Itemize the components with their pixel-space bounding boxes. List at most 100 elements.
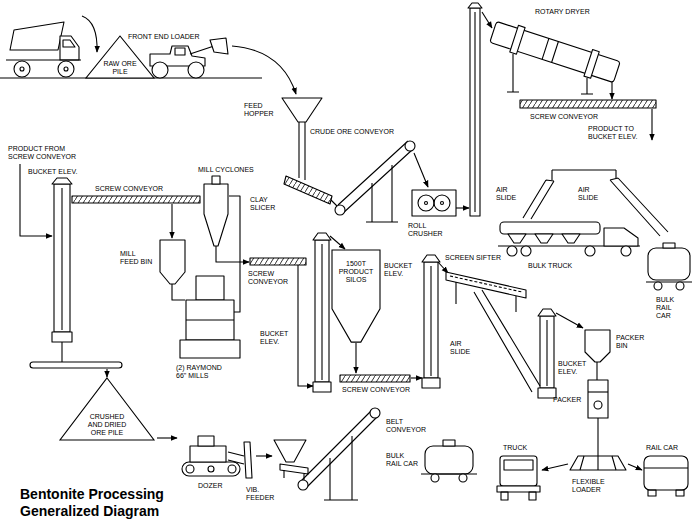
label-box: MILL CYCLONES (198, 166, 264, 174)
label-box: SCREEN SIFTER (445, 254, 515, 262)
flow-arrow (482, 12, 492, 28)
equipment-label: SCREW CONVEYOR (530, 113, 600, 121)
roll-crusher (425, 202, 428, 205)
truck (501, 492, 508, 500)
label-box: BUCKET ELEV. (28, 168, 86, 176)
equipment-label: DOZER (198, 482, 238, 490)
bucket-elevator (313, 233, 331, 240)
packer (585, 330, 610, 362)
equipment-label: PACKER (553, 396, 585, 404)
equipment-label: BUCKET ELEV. (384, 262, 418, 278)
flow-arrow (256, 455, 272, 456)
crude-ore-conveyor (335, 205, 345, 215)
bulk-truck (498, 222, 640, 256)
roll-crusher (434, 195, 450, 211)
dump-truck (20, 67, 24, 71)
feed-hopper (299, 122, 305, 180)
label-box: AIR SLIDE (450, 340, 478, 356)
roll-crusher (418, 195, 434, 211)
bucket-elevator (430, 266, 431, 376)
label-box: ROTARY DRYER (535, 8, 615, 16)
bucket-elevator (54, 184, 70, 332)
air-slide (523, 180, 554, 219)
bulk-rail-car (676, 282, 684, 290)
stacker-belt (61, 342, 62, 362)
label-box: BULK TRUCK (528, 262, 588, 270)
equipment-label: ROLL CRUSHER (408, 222, 448, 238)
mill-cyclone (204, 184, 228, 246)
bulk-truck (508, 234, 526, 243)
label-box: FEED HOPPER (244, 102, 278, 118)
bulk-truck (500, 222, 600, 234)
bulk-rail-car (425, 446, 473, 474)
flow-arrow (556, 313, 583, 328)
belt-conveyor (298, 480, 308, 490)
ore-pile-outline (86, 36, 154, 78)
equipment-label: BULK RAIL CAR (386, 452, 420, 468)
dozer (244, 442, 252, 478)
label-box: PACKER (553, 396, 585, 404)
flow-arrow (542, 464, 568, 470)
bulk-rail-car (443, 440, 455, 446)
packer (588, 391, 608, 392)
raymond-mill (172, 284, 185, 300)
equipment-label: BELT CONVEYOR (386, 418, 430, 434)
rotary-dryer (490, 21, 620, 82)
rail-car (644, 456, 688, 496)
diagram-title: Bentonite Processing Generalized Diagram (20, 486, 190, 520)
label-box: AIR SLIDE (496, 186, 524, 202)
bucket-elevator (52, 178, 556, 398)
bulk-rail-car (648, 248, 690, 280)
bulk-rail-car (459, 474, 467, 482)
bulk-rail-car (431, 474, 439, 482)
roll-crusher (412, 190, 456, 216)
front-end-loader (150, 38, 228, 78)
equipment-label: MILL CYCLONES (198, 166, 264, 174)
bucket-elevator (313, 382, 331, 392)
node-text: RAW ORE PILE (102, 60, 138, 76)
dump-truck (60, 36, 79, 60)
equipment-label: BUCKET ELEV. (28, 168, 86, 176)
equipment-label: PRODUCT FROM SCREW CONVEYOR (8, 145, 80, 161)
crude-ore-conveyor (405, 141, 415, 151)
roll-crusher (412, 190, 456, 216)
clay-slicer (284, 176, 338, 207)
packer (594, 401, 602, 409)
screen-sifter (446, 272, 526, 312)
dozer (186, 465, 194, 473)
product-silo-outline (332, 250, 380, 342)
equipment-label: TRUCK (503, 444, 533, 452)
truck (500, 456, 537, 486)
bucket-elevator (422, 255, 440, 262)
rotary-dryer (489, 19, 621, 86)
flow-arrow (171, 204, 172, 238)
bulk-truck (621, 246, 631, 256)
label-box: CRUDE ORE CONVEYOR (310, 128, 400, 136)
label-box: SCREW CONVEYOR (530, 113, 600, 121)
flow-arrow (411, 377, 422, 378)
front-end-loader (190, 46, 214, 54)
bucket-elevator (546, 320, 547, 386)
dump-truck (14, 61, 30, 77)
process-illustration (0, 3, 692, 500)
dryer-feed-elevator (468, 3, 482, 8)
label-box: BULK RAIL CAR (386, 452, 420, 468)
bulk-rail-car (663, 243, 675, 248)
node-text: CRUSHED AND DRIED ORE PILE (85, 413, 129, 437)
equipment-label: AIR SLIDE (578, 186, 606, 202)
label-box: SCREW CONVEYOR (248, 270, 290, 286)
label-box: PACKER BIN (616, 334, 652, 350)
equipment-label: SCREW CONVEYOR (342, 386, 412, 394)
bulk-truck (585, 246, 595, 256)
clay-slicer (284, 176, 332, 204)
bulk-truck (562, 234, 580, 243)
vibratory-feeder (274, 440, 308, 480)
front-end-loader (175, 48, 185, 55)
label-box: CLAY SLICER (250, 196, 282, 212)
equipment-label: (2) RAYMOND 66" MILLS (176, 364, 228, 380)
crude-ore-conveyor (338, 141, 412, 214)
roll-crusher (441, 202, 444, 205)
front-end-loader (188, 62, 204, 78)
belt-conveyor (298, 408, 380, 500)
bulk-rail-car (421, 243, 692, 482)
